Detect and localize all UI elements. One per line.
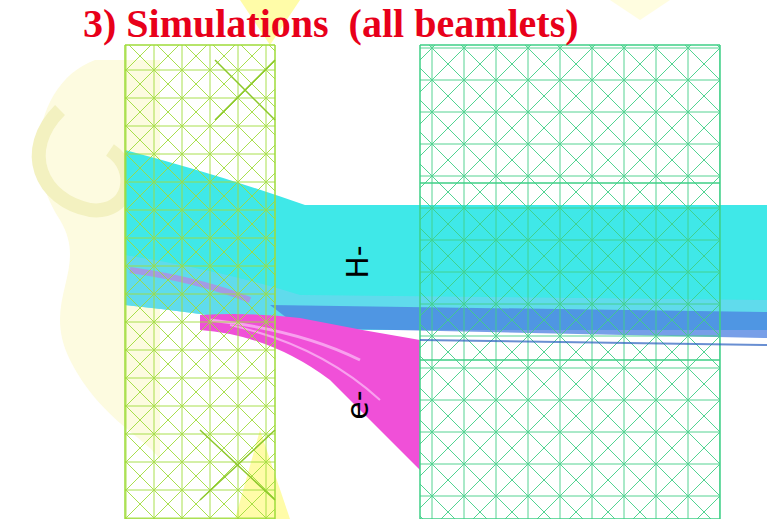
- beam-label: e-: [343, 390, 373, 419]
- grid-mesh: [125, 45, 275, 519]
- beam-label: H-: [343, 245, 373, 278]
- slide-title: 3) Simulations (all beamlets): [83, 2, 579, 46]
- grid-mesh: [420, 45, 767, 519]
